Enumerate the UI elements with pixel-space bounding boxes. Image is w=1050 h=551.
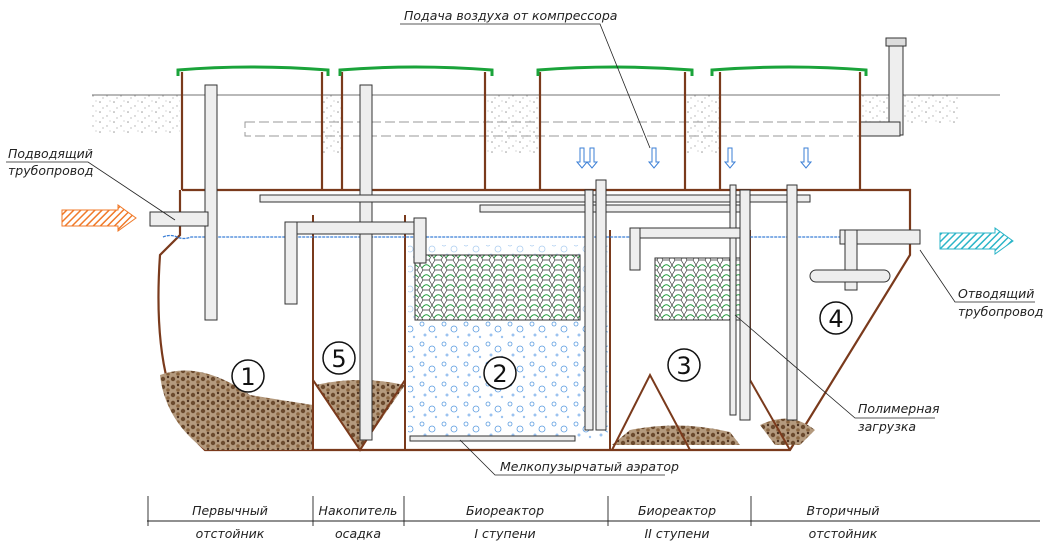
inlet-label-2: трубопровод [8, 163, 93, 178]
section-2-name: I ступени [474, 526, 535, 541]
media-label-2: загрузка [858, 419, 916, 434]
soil [485, 95, 540, 155]
riser-necks [180, 72, 862, 190]
soil-right [860, 95, 960, 125]
section-2-name: Биореактор [466, 503, 544, 518]
section-1-name: отстойник [196, 526, 265, 541]
media-label-1: Полимерная [858, 401, 940, 416]
soil [685, 95, 720, 155]
svg-text:3: 3 [676, 352, 691, 380]
outflow-arrow [939, 227, 1014, 255]
outlet-label-2: трубопровод [958, 304, 1043, 319]
sludge-3 [612, 425, 740, 445]
air-supply-label: Подача воздуха от компрессора [404, 8, 617, 23]
outlet-label-1: Отводящий [958, 286, 1034, 301]
media-leader [734, 314, 935, 419]
chamber-number-3: 3 [667, 348, 701, 382]
section-4-name: Вторичный [806, 503, 879, 518]
chamber-number-4: 4 [819, 301, 853, 335]
vent-pipe [859, 37, 907, 137]
green-lids [176, 65, 868, 76]
section-4-name: отстойник [809, 526, 878, 541]
svg-text:2: 2 [492, 360, 507, 388]
air-supply-leader [400, 23, 651, 149]
chamber-number-1: 1 [231, 359, 265, 393]
pipes [149, 84, 921, 442]
soil [322, 95, 342, 155]
section-3-name: Биореактор [638, 503, 716, 518]
chamber-number-2: 2 [483, 356, 517, 390]
sludge-1 [160, 370, 313, 450]
air-down-arrows [575, 147, 813, 169]
polymer-media-1 [414, 254, 581, 321]
soil-left [92, 95, 180, 135]
section-dimension-line [147, 496, 1040, 526]
aerator-label: Мелкопузырчатый аэратор [500, 459, 679, 474]
polymer-media-2 [654, 257, 741, 321]
aerator-leader [459, 439, 665, 476]
section-1-name: Первычный [192, 503, 268, 518]
inlet-leader [6, 161, 176, 221]
chamber-number-5: 5 [322, 341, 356, 375]
outlet-leader [919, 249, 1035, 303]
svg-text:5: 5 [331, 345, 346, 373]
svg-text:4: 4 [828, 305, 843, 333]
sludge-4 [760, 418, 815, 445]
water-level [162, 234, 900, 240]
section-5-name: осадка [335, 526, 381, 541]
section-5-name: Накопитель [319, 503, 398, 518]
svg-text:1: 1 [240, 363, 255, 391]
section-3-name: II ступени [644, 526, 709, 541]
inflow-arrow [61, 204, 137, 232]
inlet-label-1: Подводящий [8, 146, 93, 161]
